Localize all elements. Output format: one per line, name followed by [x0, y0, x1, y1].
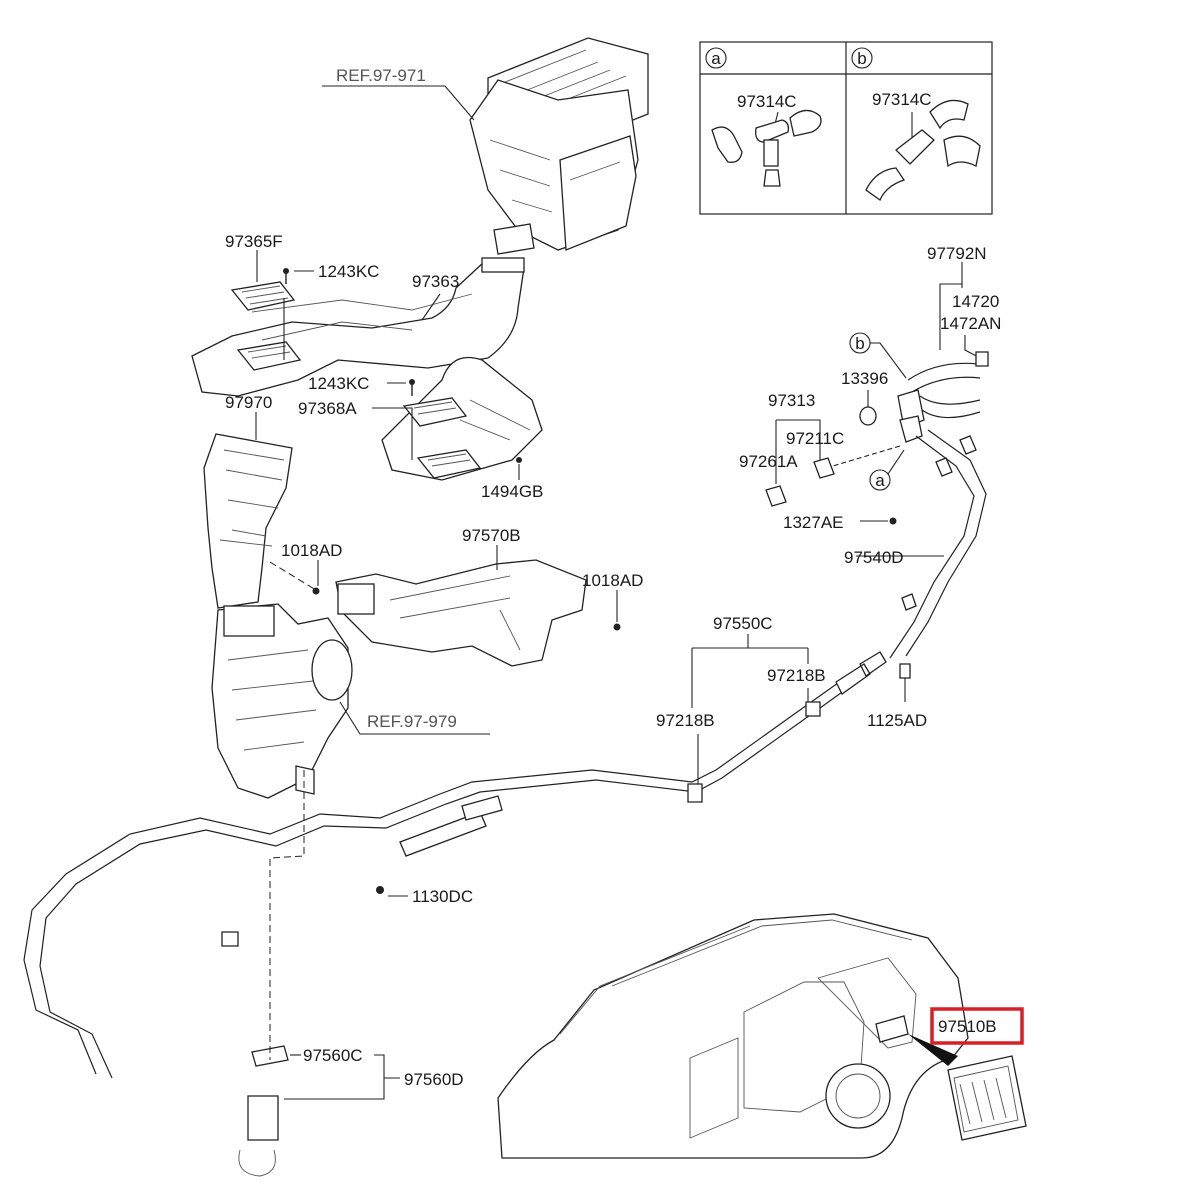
part-1494GB-label: 1494GB — [481, 482, 543, 501]
nut-1327AE-drawing — [889, 517, 897, 525]
part-97218B-left-label: 97218B — [656, 711, 715, 730]
side-duct-97970-drawing — [203, 433, 293, 609]
screw-1494gb-drawing — [516, 457, 522, 463]
rear-hvac-unit-drawing — [469, 37, 649, 255]
part-1018AD-left-label: 1018AD — [281, 541, 342, 560]
part-97550C-label: 97550C — [713, 614, 773, 633]
inset-a-circle — [705, 47, 727, 69]
ref-971-label: REF.97-971 — [336, 66, 426, 85]
part-97211C-label: 97211C — [786, 429, 844, 448]
part-1125AD-label: 1125AD — [867, 711, 927, 730]
bolt-1018ad-left-drawing — [312, 587, 320, 595]
part-97510B-label: 97510B — [938, 1017, 997, 1036]
gasket-97261A-drawing — [765, 485, 787, 507]
inset-a-letter: a — [711, 49, 721, 68]
part-97560D-label: 97560D — [404, 1070, 464, 1089]
callout-a-letter: a — [875, 471, 885, 490]
part-97570B-label: 97570B — [462, 526, 521, 545]
detail-inset: a b 97314C 97314C — [699, 41, 993, 215]
inset-b-connector-drawing — [865, 99, 981, 201]
inset-b-circle — [851, 47, 873, 69]
part-1472AN-label: 1472AN — [940, 314, 1001, 333]
center-duct-97570B-drawing — [335, 559, 587, 667]
part-97313-label: 97313 — [768, 391, 815, 410]
inset-b-letter: b — [857, 49, 866, 68]
gasket-97211C-drawing — [813, 457, 835, 479]
part-1327AE-label: 1327AE — [783, 513, 844, 532]
vent-grille-lower-drawing — [402, 397, 482, 479]
screw-1243kc-top-drawing — [283, 268, 289, 284]
part-97792N-label: 97792N — [927, 244, 987, 263]
part-1243KC-top-label: 1243KC — [318, 262, 379, 281]
inset-a-part-label: 97314C — [737, 92, 797, 111]
front-hvac-unit-drawing — [211, 603, 353, 799]
part-1243KC-mid-label: 1243KC — [308, 374, 369, 393]
ref-979-leader — [339, 701, 490, 735]
callout-a-circle — [869, 469, 891, 491]
clip-1130DC-drawing — [376, 886, 384, 894]
part-14720-label: 14720 — [952, 292, 999, 311]
grommet-13396-drawing — [859, 406, 877, 426]
part-97363-label: 97363 — [412, 272, 459, 291]
part-97560C-label: 97560C — [303, 1046, 363, 1065]
part-97365F-label: 97365F — [225, 232, 283, 251]
bolt-1018ad-right-drawing — [613, 623, 621, 631]
main-heater-pipes-drawing — [23, 651, 887, 1177]
callout-b-letter: b — [855, 334, 864, 353]
part-97368A-label: 97368A — [298, 399, 357, 418]
part-97970-label: 97970 — [225, 393, 272, 412]
screw-1243kc-mid-drawing — [409, 379, 415, 396]
bolt-1125AD-drawing — [899, 663, 911, 679]
part-97261A-label: 97261A — [739, 452, 798, 471]
inset-a-connector-drawing — [711, 109, 822, 187]
part-13396-label: 13396 — [841, 369, 888, 388]
part-97540D-label: 97540D — [844, 548, 904, 567]
heater-hose-upper-drawing — [897, 351, 989, 443]
part-97218B-right-label: 97218B — [767, 666, 826, 685]
heater-pipe-97540D-drawing — [889, 429, 987, 659]
part-1130DC-label: 1130DC — [412, 887, 473, 906]
part-1018AD-right-label: 1018AD — [582, 571, 643, 590]
vehicle-outline-drawing — [497, 913, 969, 1159]
inset-b-part-label: 97314C — [872, 90, 932, 109]
air-filter-97510B-drawing — [947, 1055, 1027, 1141]
ref-971-leader — [322, 85, 475, 121]
ref-979-label: REF.97-979 — [367, 712, 457, 731]
highlight-box — [930, 1007, 1024, 1045]
